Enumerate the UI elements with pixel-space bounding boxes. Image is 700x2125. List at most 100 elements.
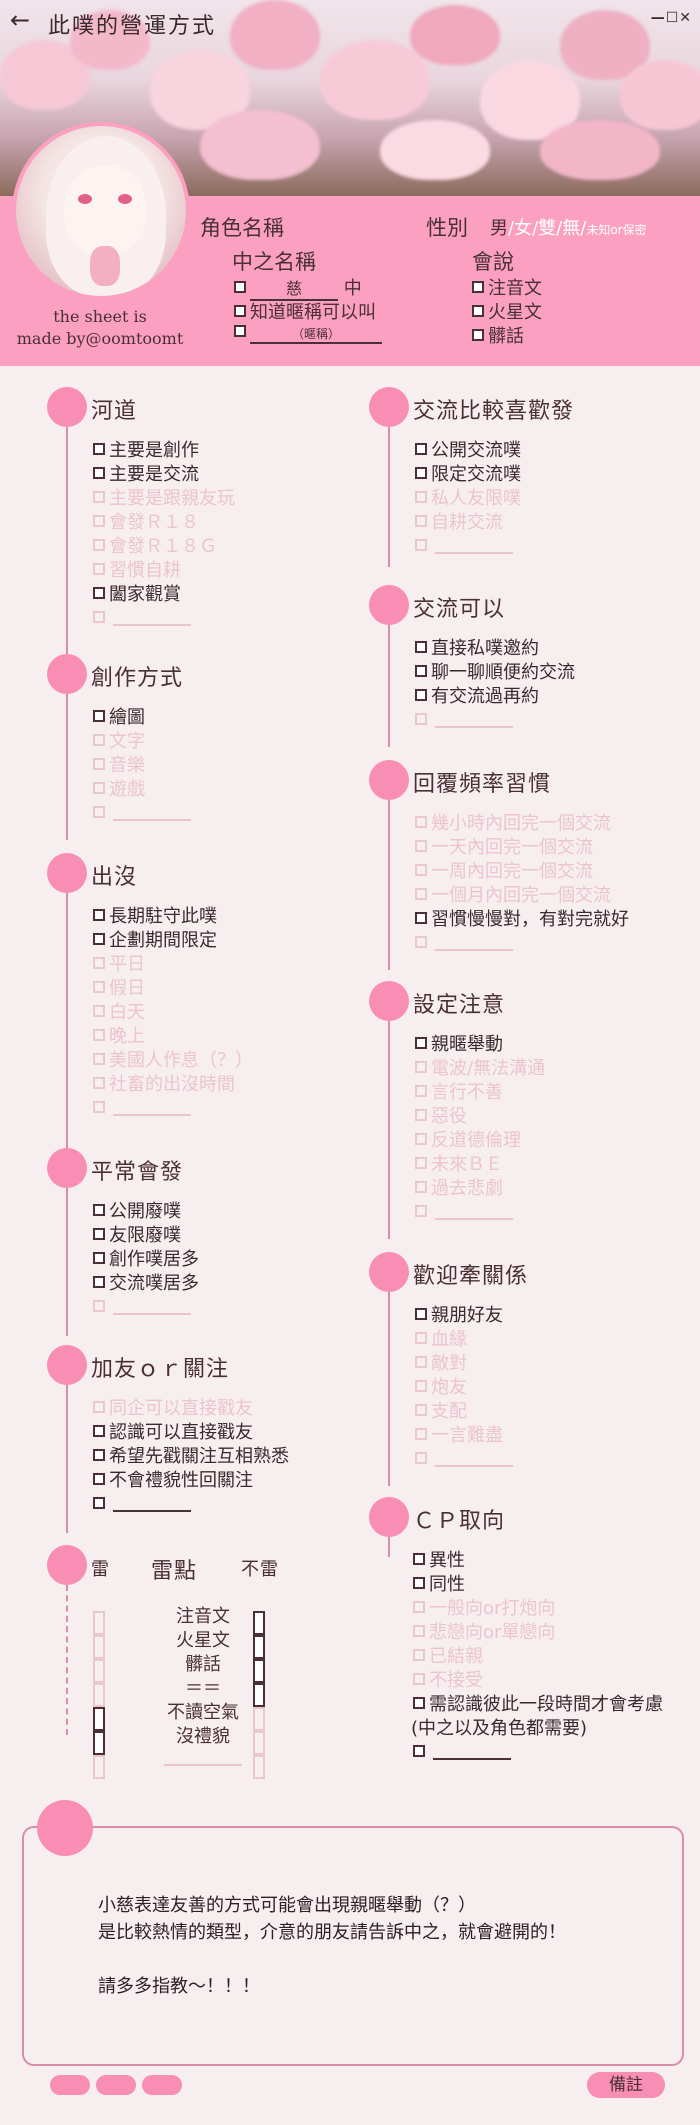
checkbox[interactable] <box>415 1452 427 1464</box>
pl-name-field[interactable]: 慈 <box>250 275 338 301</box>
checklist-item[interactable]: 遊戲 <box>93 778 191 802</box>
checklist-item[interactable]: 闔家觀賞 <box>93 583 235 607</box>
checkbox[interactable] <box>93 909 105 921</box>
gender-option-female[interactable]: 女 <box>514 218 533 239</box>
checkbox[interactable] <box>93 1228 105 1240</box>
checklist-item[interactable]: 反道德倫理 <box>415 1129 545 1153</box>
checkbox[interactable] <box>93 1473 105 1485</box>
blank-field[interactable] <box>113 807 191 821</box>
checklist-item[interactable]: 習慣自耕 <box>93 559 235 583</box>
checkbox[interactable] <box>93 1029 105 1041</box>
back-arrow-icon[interactable]: ← <box>10 6 31 34</box>
checklist-item[interactable]: 自耕交流 <box>415 511 521 535</box>
mine-right-checkbox[interactable] <box>253 1659 265 1683</box>
mine-left-checkbox[interactable] <box>93 1731 105 1755</box>
checklist-item[interactable]: 主要是交流 <box>93 463 235 487</box>
checklist-item[interactable]: 同企可以直接戳友 <box>93 1397 289 1421</box>
checklist-item[interactable]: 已結親 <box>413 1645 663 1669</box>
mine-left-checkbox[interactable] <box>93 1755 105 1779</box>
checkbox[interactable] <box>415 665 427 677</box>
checkbox[interactable] <box>415 1061 427 1073</box>
blank-field[interactable] <box>435 1453 513 1467</box>
checklist-item[interactable]: 一個月內回完一個交流 <box>415 884 629 908</box>
checkbox[interactable] <box>93 734 105 746</box>
checkbox[interactable] <box>415 1037 427 1049</box>
mine-left-checkbox[interactable] <box>93 1611 105 1635</box>
checklist-item[interactable]: 同性 <box>413 1573 663 1597</box>
checkbox[interactable] <box>413 1553 425 1565</box>
checklist-item[interactable] <box>93 1296 199 1320</box>
checklist-item[interactable]: 敵對 <box>415 1352 513 1376</box>
checklist-item[interactable]: 主要是創作 <box>93 439 235 463</box>
checkbox[interactable] <box>93 1252 105 1264</box>
checkbox[interactable] <box>413 1673 425 1685</box>
checkbox[interactable] <box>93 611 105 623</box>
checklist-item[interactable]: 一般向or打炮向 <box>413 1597 663 1621</box>
checkbox[interactable] <box>93 587 105 599</box>
checklist-item[interactable]: 限定交流噗 <box>415 463 521 487</box>
checklist-item[interactable]: 直接私噗邀約 <box>415 637 575 661</box>
checkbox[interactable] <box>93 1101 105 1113</box>
pl-name-checkbox[interactable] <box>234 281 246 293</box>
mine-right-checkbox[interactable] <box>253 1611 265 1635</box>
checkbox[interactable] <box>415 491 427 503</box>
gender-option-unknown[interactable]: 未知or保密 <box>586 223 647 237</box>
blank-field[interactable] <box>113 1102 191 1116</box>
checkbox[interactable] <box>93 1005 105 1017</box>
checkbox[interactable] <box>413 1697 425 1709</box>
checklist-item[interactable]: 假日 <box>93 977 253 1001</box>
checklist-item[interactable]: 友限廢噗 <box>93 1224 199 1248</box>
page-pill-1[interactable] <box>50 2075 90 2095</box>
checklist-item[interactable] <box>415 535 521 559</box>
checklist-item[interactable]: 公開交流噗 <box>415 439 521 463</box>
mine-right-checkbox[interactable] <box>253 1755 265 1779</box>
checkbox[interactable] <box>93 957 105 969</box>
gender-option-both[interactable]: 雙 <box>538 218 557 239</box>
checkbox[interactable] <box>415 1356 427 1368</box>
lang-checkbox[interactable] <box>472 329 484 341</box>
checkbox[interactable] <box>93 539 105 551</box>
blank-field[interactable] <box>113 1498 191 1512</box>
checklist-item[interactable]: 不會禮貌性回關注 <box>93 1469 289 1493</box>
checkbox[interactable] <box>415 1085 427 1097</box>
checkbox[interactable] <box>93 758 105 770</box>
checkbox[interactable] <box>93 563 105 575</box>
checklist-item[interactable]: 一天內回完一個交流 <box>415 836 629 860</box>
checklist-item[interactable] <box>415 1448 513 1472</box>
checklist-item[interactable]: 交流噗居多 <box>93 1272 199 1296</box>
checklist-item[interactable]: 悲戀向or單戀向 <box>413 1621 663 1645</box>
checklist-item[interactable] <box>93 607 235 631</box>
lang-checkbox[interactable] <box>472 281 484 293</box>
checklist-item[interactable] <box>415 1201 545 1225</box>
checkbox[interactable] <box>415 689 427 701</box>
checklist-item[interactable]: 親暱舉動 <box>415 1033 545 1057</box>
checkbox[interactable] <box>415 1205 427 1217</box>
checkbox[interactable] <box>415 713 427 725</box>
blank-field[interactable] <box>113 612 191 626</box>
checkbox[interactable] <box>415 888 427 900</box>
checklist-item[interactable] <box>413 1741 663 1765</box>
checkbox[interactable] <box>93 710 105 722</box>
checklist-item[interactable]: 言行不善 <box>415 1081 545 1105</box>
nickname-field-checkbox[interactable] <box>234 325 246 337</box>
checklist-item[interactable]: 主要是跟親友玩 <box>93 487 235 511</box>
mine-left-checkbox[interactable] <box>93 1707 105 1731</box>
checklist-item[interactable]: 異性 <box>413 1549 663 1573</box>
checklist-item[interactable]: 會發Ｒ１８ <box>93 511 235 535</box>
checklist-item[interactable] <box>415 709 575 733</box>
checkbox[interactable] <box>415 816 427 828</box>
checklist-item[interactable]: 一言難盡 <box>415 1424 513 1448</box>
checklist-item[interactable]: 親朋好友 <box>415 1304 513 1328</box>
checkbox[interactable] <box>93 1497 105 1509</box>
mine-right-checkbox[interactable] <box>253 1635 265 1659</box>
checklist-item[interactable] <box>93 1493 289 1517</box>
checklist-item[interactable]: 文字 <box>93 730 191 754</box>
checkbox[interactable] <box>93 933 105 945</box>
checklist-item[interactable]: 習慣慢慢對，有對完就好 <box>415 908 629 932</box>
checklist-item[interactable]: 過去悲劇 <box>415 1177 545 1201</box>
checklist-item[interactable]: 繪圖 <box>93 706 191 730</box>
checklist-item[interactable]: 創作噗居多 <box>93 1248 199 1272</box>
checkbox[interactable] <box>415 936 427 948</box>
checkbox[interactable] <box>415 1380 427 1392</box>
checkbox[interactable] <box>413 1601 425 1613</box>
